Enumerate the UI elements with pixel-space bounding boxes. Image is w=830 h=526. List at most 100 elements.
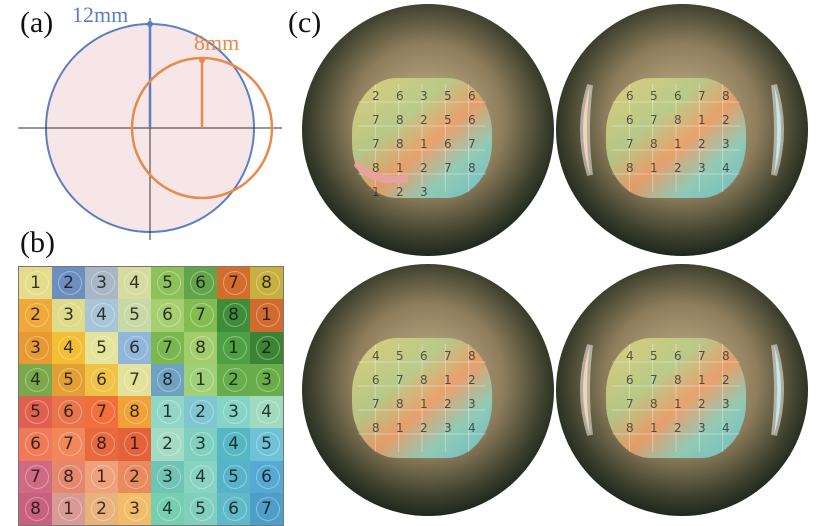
patch-number: 7 xyxy=(372,113,380,127)
patch-number: 7 xyxy=(650,373,658,387)
texture-fragment xyxy=(580,344,593,436)
patch-number: 7 xyxy=(444,161,452,175)
grid-cell: 6 xyxy=(250,460,283,493)
grid-cell: 7 xyxy=(85,396,118,429)
patch-number: 8 xyxy=(396,397,404,411)
patch-number: 1 xyxy=(420,137,428,151)
patch-number: 1 xyxy=(698,113,706,127)
patch-number: 2 xyxy=(468,373,476,387)
large-radius-dot xyxy=(147,21,153,27)
patch-number: 1 xyxy=(420,397,428,411)
grid-cell: 5 xyxy=(19,396,52,429)
patch-number: 2 xyxy=(444,397,452,411)
grid-cell: 4 xyxy=(217,428,250,461)
grid-cell: 5 xyxy=(118,299,151,332)
grid-cell: 3 xyxy=(52,299,85,332)
panel-label-b: (b) xyxy=(20,226,55,259)
grid-cell: 8 xyxy=(19,492,52,525)
patch-number: 6 xyxy=(468,113,476,127)
grid-cell: 8 xyxy=(151,363,184,396)
grid-cell: 4 xyxy=(118,267,151,300)
patch-number: 2 xyxy=(698,137,706,151)
circle-diameter-diagram: 12mm 8mm xyxy=(18,2,282,240)
patch-number: 1 xyxy=(444,373,452,387)
patch-number: 6 xyxy=(626,89,634,103)
grid-cell: 1 xyxy=(151,396,184,429)
patch-number: 2 xyxy=(420,113,428,127)
patch-number: 4 xyxy=(468,421,476,435)
patch-number: 8 xyxy=(468,161,476,175)
patch-number: 2 xyxy=(698,397,706,411)
patch-number: 7 xyxy=(698,349,706,363)
patch-number: 3 xyxy=(468,397,476,411)
grid-cell: 7 xyxy=(19,460,52,493)
patch-number: 7 xyxy=(650,113,658,127)
patch-number: 8 xyxy=(626,421,634,435)
texture-patch xyxy=(606,78,746,198)
grid-cell: 1 xyxy=(85,460,118,493)
grid-cell: 3 xyxy=(151,460,184,493)
patch-number: 1 xyxy=(674,137,682,151)
texture-fragment xyxy=(771,344,784,436)
grid-cell: 3 xyxy=(250,363,283,396)
patch-number: 3 xyxy=(722,397,730,411)
patch-number: 3 xyxy=(698,421,706,435)
patch-number: 5 xyxy=(650,89,658,103)
large-circle-label: 12mm xyxy=(72,2,128,27)
grid-cell: 2 xyxy=(250,331,283,364)
patch-number: 8 xyxy=(722,349,730,363)
patch-number: 6 xyxy=(396,89,404,103)
patch-number: 7 xyxy=(372,397,380,411)
grid-cell: 1 xyxy=(184,363,217,396)
patch-number: 6 xyxy=(674,349,682,363)
grid-cell: 3 xyxy=(19,331,52,364)
patch-number: 6 xyxy=(626,113,634,127)
patch-number: 8 xyxy=(372,161,380,175)
grid-cell: 8 xyxy=(85,428,118,461)
grid-cell: 2 xyxy=(184,396,217,429)
panel-label-c: (c) xyxy=(288,6,322,39)
grid-cell: 6 xyxy=(85,363,118,396)
patch-number: 8 xyxy=(650,137,658,151)
panel-label-a: (a) xyxy=(20,6,54,39)
grid-cell: 5 xyxy=(250,428,283,461)
grid-cell: 2 xyxy=(217,363,250,396)
patch-number: 3 xyxy=(722,137,730,151)
patch-number: 6 xyxy=(468,89,476,103)
grid-cell: 4 xyxy=(151,492,184,525)
grid-cell: 5 xyxy=(217,460,250,493)
patch-number: 7 xyxy=(698,89,706,103)
grid-cell: 4 xyxy=(184,460,217,493)
texture-patch xyxy=(352,338,492,458)
grid-cell: 1 xyxy=(250,299,283,332)
patch-number: 3 xyxy=(420,185,428,199)
patch-number: 3 xyxy=(698,161,706,175)
patch-number: 6 xyxy=(372,373,380,387)
grid-cell: 7 xyxy=(118,363,151,396)
patch-number: 6 xyxy=(444,137,452,151)
patch-number: 2 xyxy=(372,89,380,103)
patch-number: 1 xyxy=(674,397,682,411)
grid-cell: 4 xyxy=(85,299,118,332)
patch-number: 7 xyxy=(468,137,476,151)
grid-cell: 8 xyxy=(217,299,250,332)
patch-number: 8 xyxy=(468,349,476,363)
patch-number: 6 xyxy=(674,89,682,103)
grid-cell: 1 xyxy=(217,331,250,364)
patch-number: 8 xyxy=(420,373,428,387)
grid-cell: 3 xyxy=(184,428,217,461)
patch-number: 2 xyxy=(722,113,730,127)
patch-number: 2 xyxy=(674,421,682,435)
grid-cell: 2 xyxy=(118,460,151,493)
grid-cell: 5 xyxy=(52,363,85,396)
patch-number: 3 xyxy=(444,421,452,435)
patch-number: 4 xyxy=(722,421,730,435)
patch-number: 6 xyxy=(626,373,634,387)
patch-number: 2 xyxy=(420,161,428,175)
grid-cell: 7 xyxy=(250,492,283,525)
patch-number: 8 xyxy=(626,161,634,175)
